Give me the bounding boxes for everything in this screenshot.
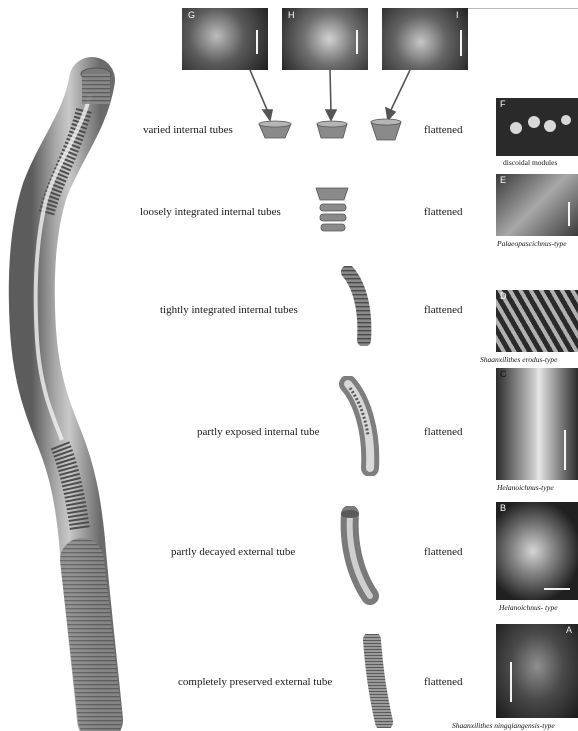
plate-letter-d: D bbox=[500, 291, 507, 301]
photo-plate-a: A bbox=[496, 624, 578, 718]
photo-plate-c: C bbox=[496, 368, 578, 480]
scale-bar bbox=[564, 430, 566, 470]
tight-tube-segment bbox=[340, 266, 380, 346]
plate-letter-b: B bbox=[500, 503, 506, 513]
plate-letter-f: F bbox=[500, 99, 506, 109]
decayed-tube-segment bbox=[336, 506, 386, 606]
state-label: flattened bbox=[424, 124, 462, 136]
photo-plate-d: D bbox=[496, 290, 578, 352]
row-label-varied-internal: varied internal tubes bbox=[143, 124, 233, 136]
state-label: flattened bbox=[424, 206, 462, 218]
scale-bar bbox=[510, 662, 512, 702]
scale-bar bbox=[544, 588, 570, 590]
scale-bar bbox=[568, 202, 570, 226]
row-label-partly-exposed: partly exposed internal tube bbox=[197, 426, 320, 438]
photo-plate-e: E bbox=[496, 174, 578, 236]
caption-plate-f: discoidal modules bbox=[503, 158, 557, 167]
row-label-tightly-integrated: tightly integrated internal tubes bbox=[160, 304, 298, 316]
plate-letter-e: E bbox=[500, 175, 506, 185]
plate-letter-c: C bbox=[500, 369, 507, 379]
row-label-partly-decayed: partly decayed external tube bbox=[171, 546, 295, 558]
row-label-completely-preserved: completely preserved external tube bbox=[178, 676, 332, 688]
preserved-tube-segment bbox=[362, 634, 396, 728]
plate-letter-a: A bbox=[566, 625, 572, 635]
state-label: flattened bbox=[424, 426, 462, 438]
caption-plate-d: Shaanxilithes erodus-type bbox=[480, 355, 557, 364]
state-label: flattened bbox=[424, 676, 462, 688]
tube-annulated-section bbox=[82, 560, 100, 720]
caption-plate-b: Helanoichnus- type bbox=[499, 603, 558, 612]
photo-plate-f: F bbox=[496, 98, 578, 156]
caption-plate-e: Palaeopascichnus-type bbox=[497, 239, 567, 248]
state-label: flattened bbox=[424, 304, 462, 316]
exposed-tube-segment bbox=[338, 376, 388, 476]
loose-module-stack bbox=[312, 184, 356, 240]
caption-plate-c: Helanoichnus-type bbox=[497, 483, 554, 492]
photo-plate-b: B bbox=[496, 502, 578, 600]
state-label: flattened bbox=[424, 546, 462, 558]
row-label-loosely-integrated: loosely integrated internal tubes bbox=[140, 206, 281, 218]
discoid-modules bbox=[255, 118, 405, 146]
caption-plate-a: Shaanxilithes ningqiangensis-type bbox=[452, 721, 555, 730]
